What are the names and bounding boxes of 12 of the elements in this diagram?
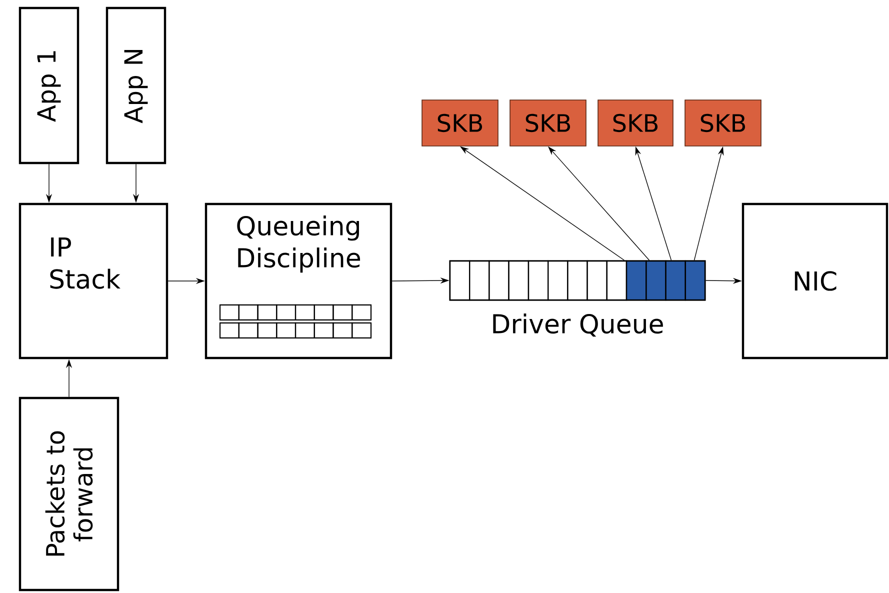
- app-box: Packets to forward: [18, 396, 120, 592]
- queue-bar: [449, 260, 706, 301]
- app-box: App 1: [18, 6, 80, 164]
- queue-label: Driver Queue: [493, 314, 663, 337]
- app-box: App N: [106, 6, 166, 164]
- skb-box: SKB: [598, 100, 674, 146]
- skb-box: SKB: [422, 100, 498, 146]
- skb-box: SKB: [684, 100, 762, 146]
- skb-box: SKB: [510, 100, 586, 146]
- stack-box: IP Stack: [18, 202, 168, 360]
- nic-box: NIC: [742, 202, 888, 360]
- qdisc-box: Queueing Discipline: [204, 202, 392, 360]
